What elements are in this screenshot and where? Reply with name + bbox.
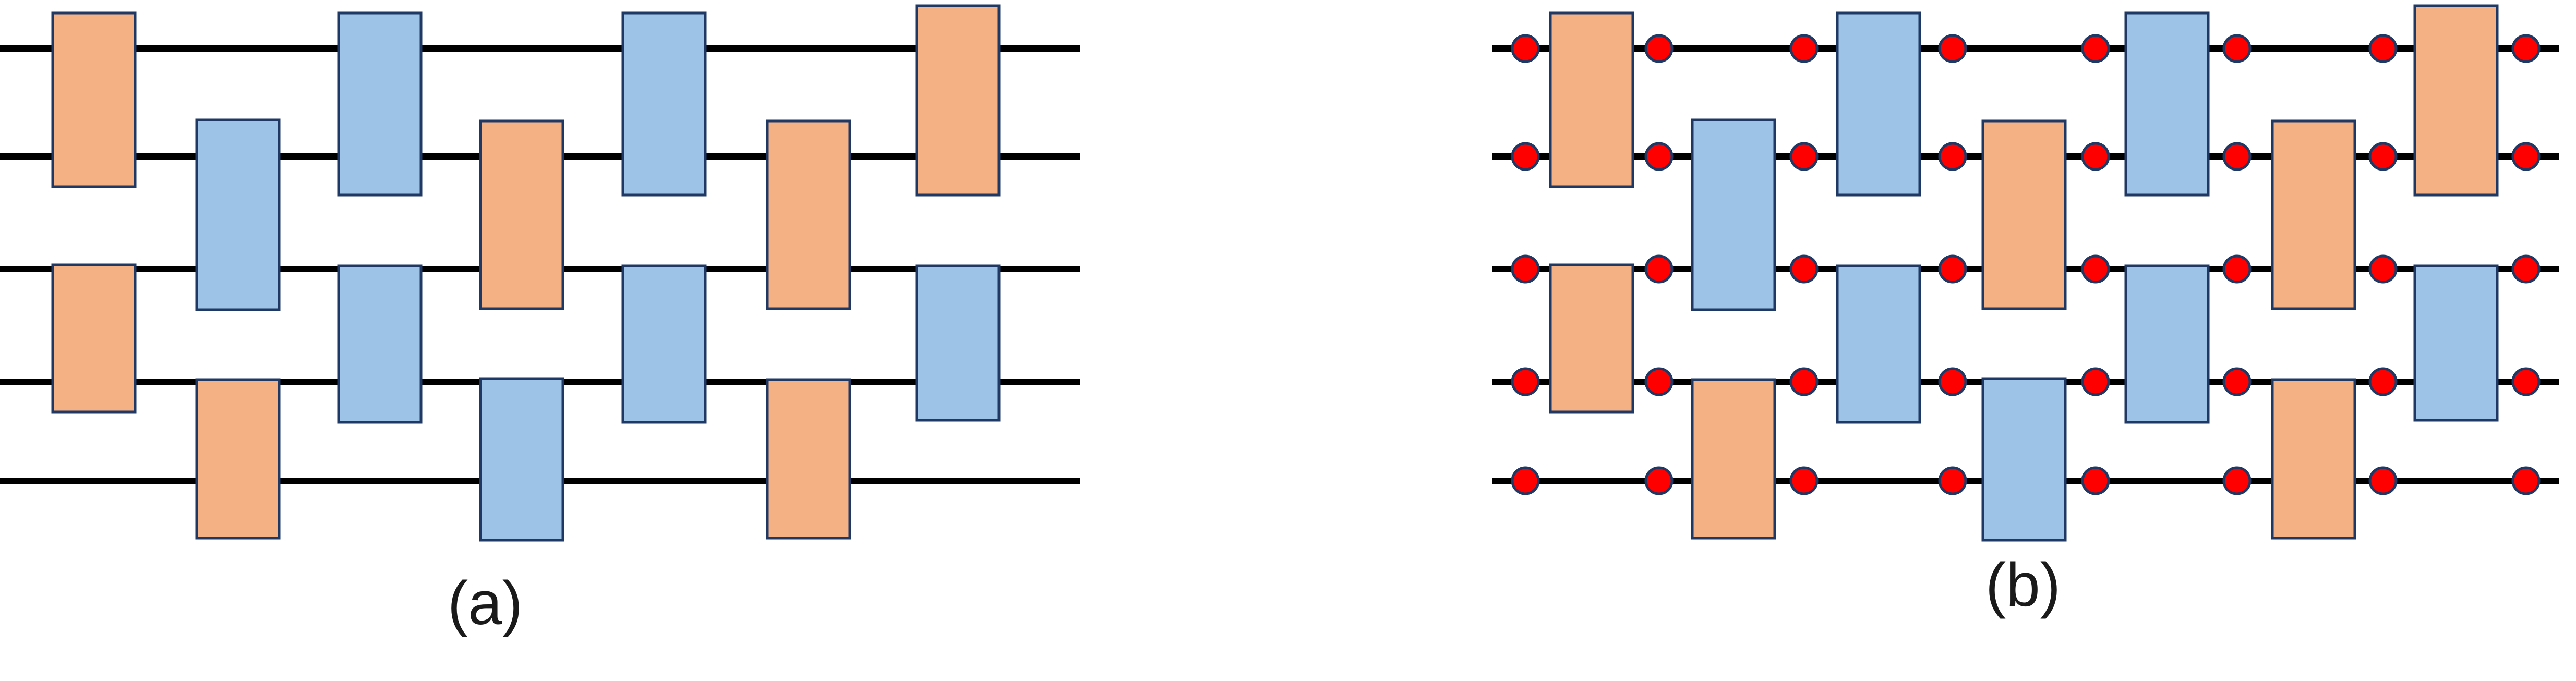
orange-gate (2413, 4, 2499, 197)
orange-gate (915, 4, 1001, 197)
site-dot (1938, 142, 1967, 171)
orange-gate (195, 378, 281, 540)
orange-gate (2271, 378, 2356, 540)
site-dot (1644, 466, 1674, 495)
blue-gate (1981, 377, 2067, 542)
site-dot (1511, 34, 1540, 63)
site-dot (1511, 254, 1540, 284)
panel-b (1492, 4, 2559, 542)
site-dot (1789, 34, 1819, 63)
site-dot (2368, 254, 2398, 284)
orange-gate (1549, 11, 1634, 188)
blue-gate (2124, 11, 2210, 197)
site-dot (2368, 142, 2398, 171)
site-dot (1789, 142, 1819, 171)
panel-a (0, 4, 1080, 542)
site-dot (1511, 367, 1540, 396)
site-dot (2081, 466, 2110, 495)
site-dot (1511, 466, 1540, 495)
site-dot (2222, 367, 2252, 396)
orange-gate (479, 119, 564, 310)
blue-gate (337, 11, 423, 197)
site-dot (2222, 254, 2252, 284)
site-dot (1789, 254, 1819, 284)
blue-gate (621, 264, 707, 424)
orange-gate (2271, 119, 2356, 310)
site-dot (2081, 367, 2110, 396)
site-dot (1644, 254, 1674, 284)
blue-gate (1836, 264, 1921, 424)
site-dot (2081, 142, 2110, 171)
site-dot (1511, 142, 1540, 171)
blue-gate (621, 11, 707, 197)
site-dot (1644, 34, 1674, 63)
panel-b-label: (b) (1985, 551, 2061, 619)
blue-gate (1691, 118, 1776, 311)
site-dot (2511, 367, 2541, 396)
site-dot (1644, 142, 1674, 171)
site-dot (2222, 142, 2252, 171)
site-dot (2368, 34, 2398, 63)
site-dot (1644, 367, 1674, 396)
orange-gate (1691, 378, 1776, 540)
site-dot (2368, 466, 2398, 495)
blue-gate (2124, 264, 2210, 424)
site-dot (1938, 466, 1967, 495)
site-dot (1938, 34, 1967, 63)
blue-gate (479, 377, 564, 542)
site-dot (2511, 466, 2541, 495)
site-dot (2368, 367, 2398, 396)
site-dot (2222, 34, 2252, 63)
blue-gate (915, 264, 1001, 422)
site-dot (2081, 254, 2110, 284)
blue-gate (2413, 264, 2499, 422)
site-dot (1789, 466, 1819, 495)
blue-gate (337, 264, 423, 424)
blue-gate (1836, 11, 1921, 197)
orange-gate (1549, 263, 1634, 414)
site-dot (1789, 367, 1819, 396)
blue-gate (195, 118, 281, 311)
orange-gate (51, 11, 137, 188)
orange-gate (766, 378, 851, 540)
orange-gate (51, 263, 137, 414)
orange-gate (1981, 119, 2067, 310)
site-dot (2081, 34, 2110, 63)
orange-gate (766, 119, 851, 310)
site-dot (2222, 466, 2252, 495)
panel-a-label: (a) (448, 569, 523, 638)
site-dot (1938, 254, 1967, 284)
site-dot (2511, 254, 2541, 284)
site-dot (2511, 34, 2541, 63)
site-dot (2511, 142, 2541, 171)
site-dot (1938, 367, 1967, 396)
